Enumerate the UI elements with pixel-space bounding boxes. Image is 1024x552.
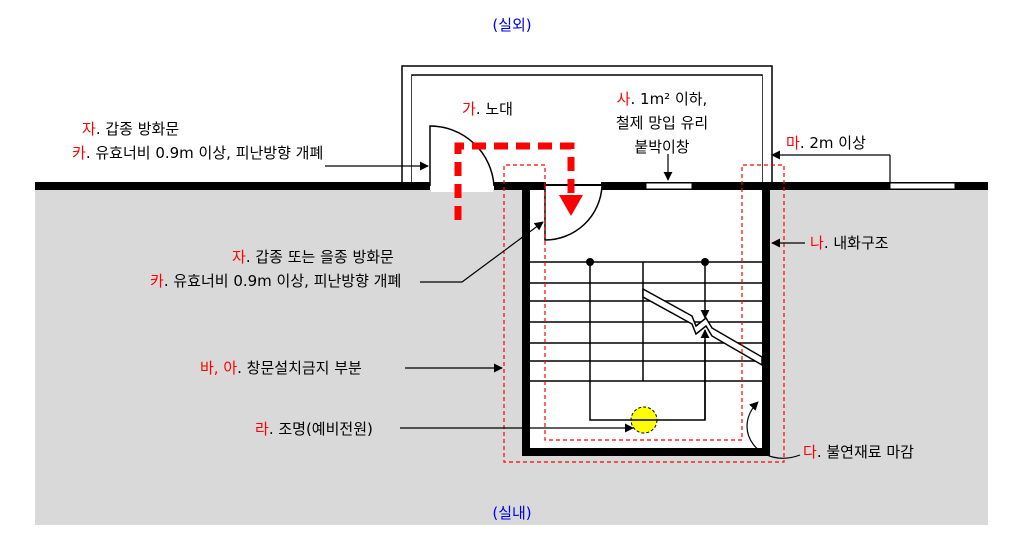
fireproof-label: 나. 내화구조 bbox=[810, 234, 889, 252]
fixed-window bbox=[645, 182, 693, 190]
outer-door bbox=[429, 125, 495, 187]
rail-dot bbox=[586, 258, 594, 266]
inner-door-label-1: 자. 갑종 또는 을종 방화문 bbox=[232, 248, 394, 266]
window-label-3: 붙박이창 bbox=[634, 138, 689, 156]
outside-label: (실외) bbox=[492, 16, 531, 34]
distance-label: 마. 2m 이상 bbox=[786, 134, 866, 152]
no-window-zone bbox=[503, 164, 785, 463]
balcony-label: 가. 노대 bbox=[462, 100, 513, 118]
exterior-wall bbox=[35, 182, 988, 190]
evacuation-route-arrow bbox=[454, 142, 575, 220]
inner-door bbox=[544, 185, 603, 241]
window-label-2: 철제 망입 유리 bbox=[616, 114, 708, 132]
lighting-label: 라. 조명(예비전원) bbox=[255, 420, 373, 438]
no-window-label: 바, 아. 창문설치금지 부분 bbox=[200, 359, 362, 377]
rail-dot bbox=[701, 258, 709, 266]
window-label-1: 사. 1m² 이하, bbox=[617, 90, 708, 108]
window-2 bbox=[889, 182, 956, 190]
outer-door-label-2: 카. 유효너비 0.9m 이상, 피난방향 개폐 bbox=[72, 144, 323, 162]
finish-label: 다. 불연재료 마감 bbox=[803, 443, 914, 461]
stair-break-line bbox=[642, 287, 763, 367]
stair-treads bbox=[530, 261, 762, 382]
inside-label: (실내) bbox=[492, 504, 531, 522]
inner-door-label-2: 카. 유효너비 0.9m 이상, 피난방향 개폐 bbox=[150, 272, 401, 290]
outer-door-label-1: 자. 갑종 방화문 bbox=[82, 120, 179, 138]
